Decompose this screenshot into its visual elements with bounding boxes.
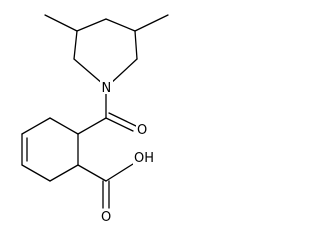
carboxylic-acid-group: [77, 163, 134, 209]
cyclohexene-ring: [21, 117, 79, 182]
chemical-structure: N O OH O: [21, 14, 169, 225]
carbonyl-oxygen-label: O: [137, 123, 147, 138]
piperidine-ring: [73, 18, 138, 85]
bond-c6-n: [109, 58, 138, 85]
carbonyl-bond-b: [108, 112, 137, 127]
carbonyl-double-bond: [105, 112, 137, 132]
methyl-bond-right: [134, 14, 169, 32]
acid-oxygen-label: O: [101, 210, 111, 225]
ring-bond-c5-c6: [21, 117, 51, 135]
methyl-bond-left: [44, 14, 78, 32]
ring-bond-c6-c1: [49, 117, 79, 135]
bond-c4-c5: [105, 18, 136, 32]
nitrogen-label: N: [102, 81, 112, 96]
bond-c5-c6: [134, 30, 138, 60]
hydroxyl-label: OH: [134, 151, 154, 166]
bond-carbonyl-ring: [77, 117, 107, 135]
bond-n-c2: [73, 58, 104, 85]
ring-bond-c3-c4: [21, 164, 51, 182]
ring-bond-c2-c3: [49, 164, 79, 182]
carbonyl-bond-a: [105, 117, 134, 132]
bond-c3-c4: [76, 18, 107, 32]
bond-acid-c-oh: [105, 163, 134, 182]
bond-c2-c3: [73, 30, 78, 60]
bond-ring-acid-c: [77, 164, 107, 182]
methyl-groups: [44, 14, 169, 32]
